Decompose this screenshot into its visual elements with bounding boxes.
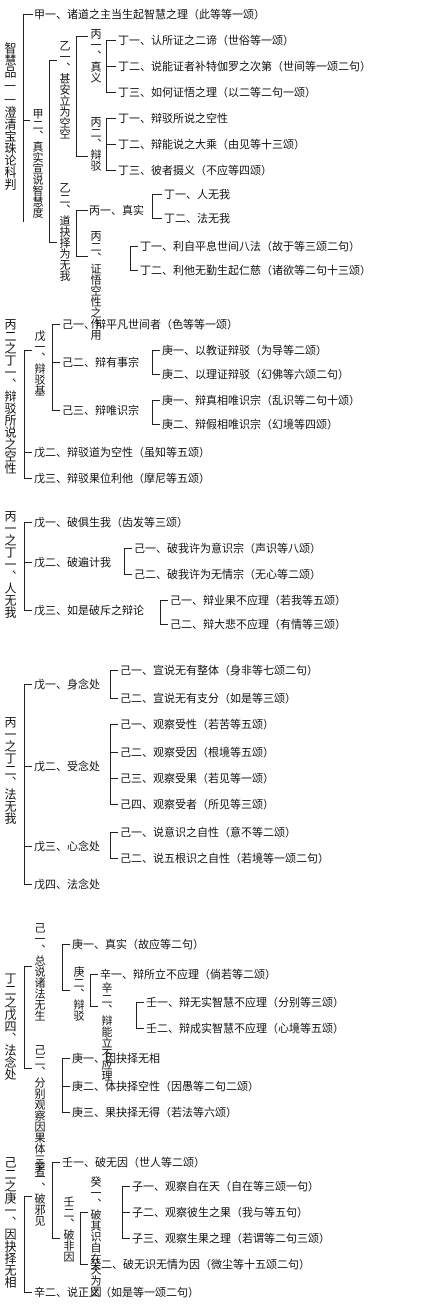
node-wu2: 戊二、辩驳道为空性（虽知等五颂） [34,446,210,459]
node-ji1: 己一、宣说无有整体（身非等七颂二句） [120,664,318,677]
node-ren1: 壬一、辩无实智慧不应理（分别等三颂） [146,996,344,1009]
node-ding3: 丁三、如何证悟之理（以二等二句一颂） [118,86,316,99]
node-geng1b: 庚一、辩真相唯识宗（乱识等二句十颂） [162,394,360,407]
node-ren1: 壬一、破无因（世人等二颂） [62,1156,205,1169]
section4-title: 丙一之丁二、法无我 [3,716,17,824]
node-zi1: 子一、观察自在天（自在等三颂一句） [132,1180,319,1193]
node-bing2c: 丙二、证悟空性之作用 [89,230,102,340]
bracket-line [23,14,24,222]
node-ji2: 己二、分别观察因果体三者 [33,1044,46,1176]
node-ding2b: 丁二、辩能说之大乘（由见等十三颂） [118,138,305,151]
node-ji1b: 己一、观察受性（若苦等五颂） [120,718,274,731]
node-bing1: 丙一、真义 [89,28,102,83]
node-gui2: 癸二、破无识无情为因（微尘等十五颂二句） [90,1258,310,1271]
node-xin1: 辛一、破邪见 [33,1160,46,1226]
node-ji3: 己三、辩唯识宗 [62,404,139,417]
node-wu2: 戊二、受念处 [34,760,100,773]
node-ren2: 壬二、辩成实智慧不应理（心境等五颂） [146,1022,344,1035]
section1-title: 智慧品——澄清宝珠论科判 [3,42,17,190]
node-wu2: 戊二、破遍计我 [34,556,111,569]
node-jia2: 甲二、真实宣说智慧度 [31,108,44,218]
node-ji4b: 己四、观察受者（所见等三颂） [120,798,274,811]
section2-title: 丙二之丁一、辩驳所说之空性 [3,318,17,474]
node-geng2: 庚二、辩驳 [72,966,85,1021]
node-xin2: 辛二、辩能立不应理 [100,982,113,1081]
node-ji2b: 己二、辩大悲不应理（有情等三颂） [170,618,346,631]
node-ren2: 壬二、破非因 [62,1196,75,1262]
node-geng2b: 庚二、体抉择空性（因愚等二句二颂） [72,1080,259,1093]
section3-title: 丙一之丁一、人无我 [3,510,17,618]
node-wu1: 戊一、辩驳基 [33,330,46,396]
node-bing1c: 丙一、真实 [89,204,144,217]
node-ding3b: 丁三、彼者摄义（不应等四颂） [118,164,272,177]
node-geng3b: 庚三、果抉择无得（若法等六颂） [72,1106,237,1119]
node-ding2: 丁二、说能证者补特伽罗之次第（世间等一颂二句） [118,60,371,73]
node-yi2: 乙二、道抉择为无我 [58,182,71,281]
node-wu3: 戊三、如是破斥之辩论 [34,604,144,617]
node-ji2c: 己二、说五根识之自性（若境等一颂二句） [120,852,329,865]
node-xin2: 辛二、说正义（如是等一颂二句） [34,1286,199,1299]
node-ji3b: 己三、观察受果（若见等一颂） [120,772,274,785]
node-wu3: 戊三、心念处 [34,840,100,853]
node-ji2: 己二、破我许为无情宗（无心等二颂） [134,568,321,581]
node-ding2c: 丁二、法无我 [164,212,230,225]
node-zi2: 子二、观察彼生之果（我与等五句） [132,1206,308,1219]
node-wu4: 戊四、法念处 [34,878,100,891]
section6-title: 己二之庚一、因抉择无相 [3,1156,17,1288]
node-geng2: 庚二、以理证辩驳（幻佛等六颂二句） [162,368,349,381]
node-geng1b: 庚一、因抉择无相 [72,1052,160,1065]
node-ji1c: 己一、说意识之自性（意不等二颂） [120,826,296,839]
node-ding2d: 丁二、利他无勤生起仁慈（诸欲等二句十三颂） [140,264,371,277]
node-geng2b: 庚二、辩假相唯识宗（幻境等四颂） [162,418,338,431]
node-ji1: 己一、破我许为意识宗（声识等八颂） [134,542,321,555]
node-yi1: 乙一、甚安立为空空 [58,40,71,139]
node-ji2b: 己二、观察受因（根境等五颂） [120,746,274,759]
node-ding1d: 丁一、利自平息世间八法（故于等三颂二句） [140,240,360,253]
node-ding1c: 丁一、人无我 [164,188,230,201]
section5-title: 丁二之戊四、法念处 [3,972,17,1080]
node-ji2: 己二、辩有事宗 [62,356,139,369]
node-xin1: 辛一、辩所立不应理（倘若等二颂） [100,968,276,981]
node-ji1: 己一、辩平凡世间者（色等等一颂） [62,318,238,331]
node-ding1: 丁一、认所证之二谛（世俗等一颂） [118,34,294,47]
node-bing2: 丙二、辩驳 [89,116,102,171]
node-wu1: 戊一、身念处 [34,678,100,691]
node-ji2: 己二、宣说无有支分（如是等三颂） [120,692,296,705]
node-wu3: 戊三、辩驳果位利他（摩尼等五颂） [34,472,210,485]
node-ding1b: 丁一、辩驳所说之空性 [118,112,228,125]
node-geng1: 庚一、以教证辩驳（为导等二颂） [162,344,327,357]
node-ji1b: 己一、辩业果不应理（若我等五颂） [170,594,346,607]
node-jia1: 甲一、诸道之主当生起智慧之理（此等等一颂） [34,8,265,21]
node-ji1: 己一、总说诸法无生 [33,922,46,1021]
node-geng1: 庚一、真实（故应等二句） [72,938,204,951]
node-wu1: 戊一、破俱生我（齿发等三颂） [34,516,188,529]
node-zi3: 子三、观察生果之理（若谓等二句三颂） [132,1232,330,1245]
node-gui1: 癸一、破其识自在天为因 [89,1176,102,1297]
